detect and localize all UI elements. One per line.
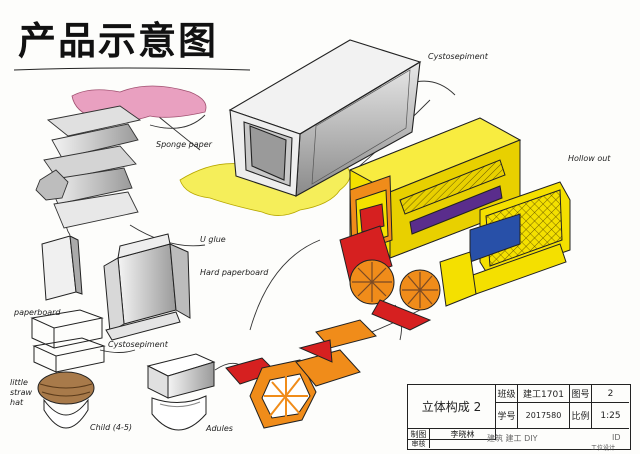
drawn-by-value: 李晓林 bbox=[430, 429, 496, 440]
note-hard-paperboard: Hard paperboard bbox=[200, 268, 269, 277]
watermark: 建筑 建工 DIY bbox=[487, 434, 538, 443]
class-value: 建工1701 bbox=[518, 385, 570, 403]
note-straw: straw bbox=[10, 388, 33, 397]
note-hollow-out: Hollow out bbox=[568, 154, 611, 163]
note-sponge-paper: Sponge paper bbox=[156, 140, 212, 149]
drawn-by-label: 制图 bbox=[408, 429, 430, 440]
note-adules: Adules bbox=[206, 424, 233, 433]
title-underline bbox=[13, 67, 251, 71]
u-glue-panels bbox=[41, 233, 191, 341]
yellow-assembly bbox=[339, 117, 571, 331]
note-little: little bbox=[10, 378, 28, 387]
helmet-child bbox=[146, 353, 216, 431]
signature: 工位设计 bbox=[591, 445, 616, 452]
student-id-value: 2017580 bbox=[518, 403, 570, 429]
drawing-no-value: 2 bbox=[592, 385, 629, 403]
paperboard-stack bbox=[30, 309, 106, 373]
note-u-glue: U glue bbox=[200, 235, 226, 244]
scale-label: 比例 bbox=[570, 403, 592, 429]
watermark-suffix: ID bbox=[612, 433, 621, 442]
student-id-label: 学号 bbox=[496, 403, 518, 429]
title-block: 立体构成 2 班级 建工1701 图号 2 学号 2017580 比例 1:25… bbox=[407, 384, 631, 450]
page-title: 产品示意图 bbox=[18, 18, 219, 63]
drawing-no-label: 图号 bbox=[570, 385, 592, 403]
reviewer-label: 审核 bbox=[408, 440, 430, 448]
folded-strips bbox=[35, 105, 142, 229]
scale-value: 1:25 bbox=[592, 403, 629, 429]
note-cystosepiment-mid: Cystosepiment bbox=[108, 340, 168, 349]
note-hat: hat bbox=[10, 398, 24, 407]
straw-hat bbox=[37, 371, 95, 429]
note-child: Child (4-5) bbox=[90, 423, 133, 432]
note-cystosepiment-top: Cystosepiment bbox=[428, 52, 488, 61]
orange-shapes bbox=[225, 319, 377, 429]
class-label: 班级 bbox=[496, 385, 518, 403]
note-paperboard: paperboard bbox=[14, 308, 61, 317]
cystosepiment-box bbox=[228, 39, 422, 197]
title-block-name: 立体构成 2 bbox=[408, 385, 496, 429]
